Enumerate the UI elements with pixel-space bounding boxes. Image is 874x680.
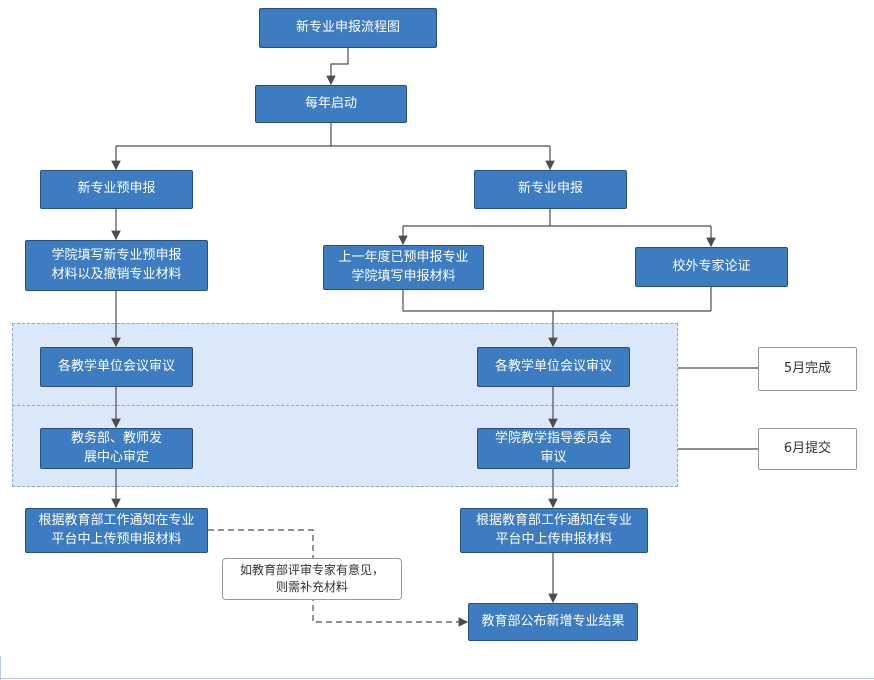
node-upload-pre-materials: 根据教育部工作通知在专业平台中上传预申报材料 [25, 508, 208, 553]
node-title: 新专业申报流程图 [259, 8, 437, 48]
node-apply-label: 新专业申报 [517, 181, 583, 197]
node-prev-year-filled-label: 上一年度已预申报专业学院填写申报材料 [338, 250, 469, 284]
node-external-experts: 校外专家论证 [635, 247, 788, 287]
node-pre-apply-label: 新专业预申报 [77, 181, 156, 197]
node-upload-pre-materials-label: 根据教育部工作通知在专业平台中上传预申报材料 [38, 513, 195, 547]
page-edge-left [0, 656, 1, 680]
node-apply: 新专业申报 [474, 170, 627, 209]
node-unit-review-left: 各教学单位会议审议 [40, 347, 193, 387]
node-prev-year-filled: 上一年度已预申报专业学院填写申报材料 [323, 245, 484, 290]
node-college-pre-materials-label: 学院填写新专业预申报材料以及撤销专业材料 [51, 248, 182, 282]
node-pre-apply: 新专业预申报 [40, 170, 193, 209]
node-academic-affairs-review-label: 教务部、教师发展中心审定 [70, 431, 162, 465]
label-milestone-may-text: 5月完成 [783, 360, 832, 376]
node-publish-result: 教育部公布新增专业结果 [468, 603, 638, 641]
node-unit-review-right-label: 各教学单位会议审议 [494, 358, 612, 374]
note-supplement: 如教育部评审专家有意见，则需补充材料 [222, 558, 402, 600]
node-title-label: 新专业申报流程图 [295, 19, 400, 35]
node-start-label: 每年启动 [304, 95, 357, 111]
node-college-pre-materials: 学院填写新专业预申报材料以及撤销专业材料 [25, 240, 208, 291]
edge-title-to-start [326, 48, 349, 86]
node-upload-apply-materials-label: 根据教育部工作通知在专业平台中上传申报材料 [475, 513, 632, 547]
label-milestone-june: 6月提交 [758, 428, 857, 470]
node-external-experts-label: 校外专家论证 [672, 258, 751, 274]
node-unit-review-left-label: 各教学单位会议审议 [57, 358, 175, 374]
node-college-committee-review-label: 学院教学指导委员会审议 [494, 431, 612, 465]
review-phase-region-divider [12, 405, 678, 406]
node-publish-result-label: 教育部公布新增专业结果 [481, 613, 625, 629]
label-milestone-may: 5月完成 [758, 347, 857, 391]
node-upload-apply-materials: 根据教育部工作通知在专业平台中上传申报材料 [460, 508, 648, 553]
node-academic-affairs-review: 教务部、教师发展中心审定 [40, 428, 193, 469]
note-supplement-text: 如教育部评审专家有意见，则需补充材料 [239, 563, 384, 594]
label-milestone-june-text: 6月提交 [783, 440, 832, 456]
node-start: 每年启动 [255, 85, 407, 123]
node-unit-review-right: 各教学单位会议审议 [477, 347, 630, 387]
node-college-committee-review: 学院教学指导委员会审议 [477, 428, 630, 469]
page-edge-bottom [0, 678, 874, 679]
